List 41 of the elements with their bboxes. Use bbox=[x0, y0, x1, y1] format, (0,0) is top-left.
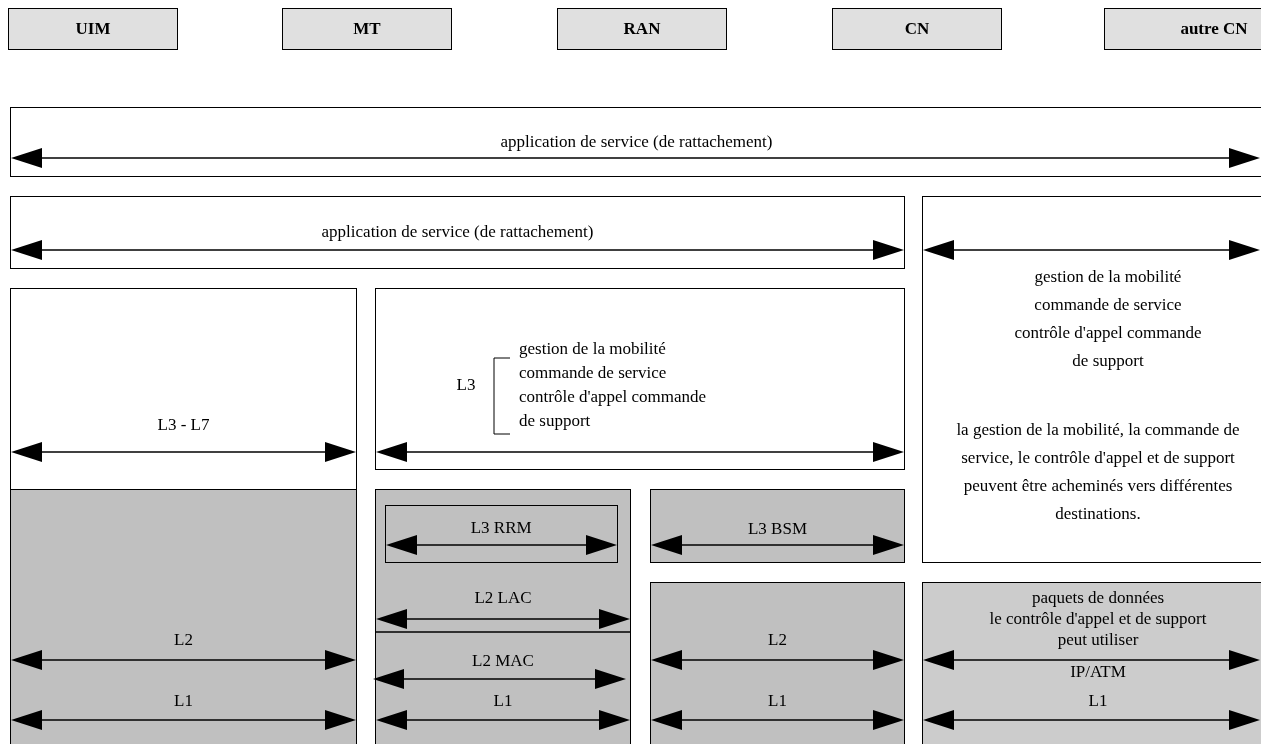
layer-label: L2 MAC bbox=[471, 650, 535, 671]
layer-label: application de service (de rattachement) bbox=[320, 221, 595, 242]
entity-label: autre CN bbox=[1179, 18, 1249, 39]
entity-label: MT bbox=[352, 18, 382, 39]
entity-box bbox=[282, 8, 452, 50]
layer-label: L3 bbox=[455, 374, 477, 395]
layer-label: L1 bbox=[767, 690, 788, 711]
layer-box bbox=[10, 288, 357, 490]
layer-box bbox=[922, 582, 1261, 744]
layer-label: L1 bbox=[492, 690, 514, 711]
entity-label: CN bbox=[903, 18, 931, 39]
layer-label: L3 RRM bbox=[469, 518, 533, 539]
layer-box bbox=[650, 489, 905, 563]
layer-label: L1 bbox=[1087, 690, 1109, 711]
layer-label: IP/ATM bbox=[1069, 661, 1127, 682]
layer-label: L2 bbox=[767, 629, 788, 650]
layer-label: application de service (de rattachement) bbox=[499, 131, 774, 152]
layer-box bbox=[922, 196, 1261, 563]
layer-box bbox=[375, 489, 631, 744]
layer-label: gestion de la mobilité commande de service contrôle d'appel commande de support bbox=[1013, 265, 1203, 372]
layer-label: gestion de la mobilité commande de service contrôle d'appel commande de support bbox=[519, 337, 708, 432]
layer-label: L2 LAC bbox=[473, 587, 533, 608]
layer-label: le contrôle d'appel et de support peut utiliser bbox=[988, 608, 1208, 651]
entity-box bbox=[8, 8, 178, 50]
entity-label: RAN bbox=[622, 18, 662, 39]
layer-box bbox=[650, 582, 905, 744]
layer-band bbox=[10, 107, 1261, 177]
entity-label: UIM bbox=[74, 18, 112, 39]
layer-box bbox=[375, 288, 905, 470]
layer-label: L1 bbox=[173, 690, 194, 711]
layer-label: L3 BSM bbox=[746, 518, 808, 539]
layer-box bbox=[10, 489, 357, 744]
layer-label: la gestion de la mobilité, la commande de service, le contrôle d'appel et de support peuvent être acheminés vers différentes destinations. bbox=[955, 418, 1241, 525]
entity-box bbox=[1104, 8, 1261, 50]
layer-label: paquets de données bbox=[1030, 587, 1166, 608]
layer-band bbox=[10, 196, 905, 269]
entity-box bbox=[557, 8, 727, 50]
layer-label: L2 bbox=[173, 629, 194, 650]
layer-label: L3 - L7 bbox=[156, 414, 211, 435]
entity-box bbox=[832, 8, 1002, 50]
layer-box bbox=[384, 504, 618, 563]
